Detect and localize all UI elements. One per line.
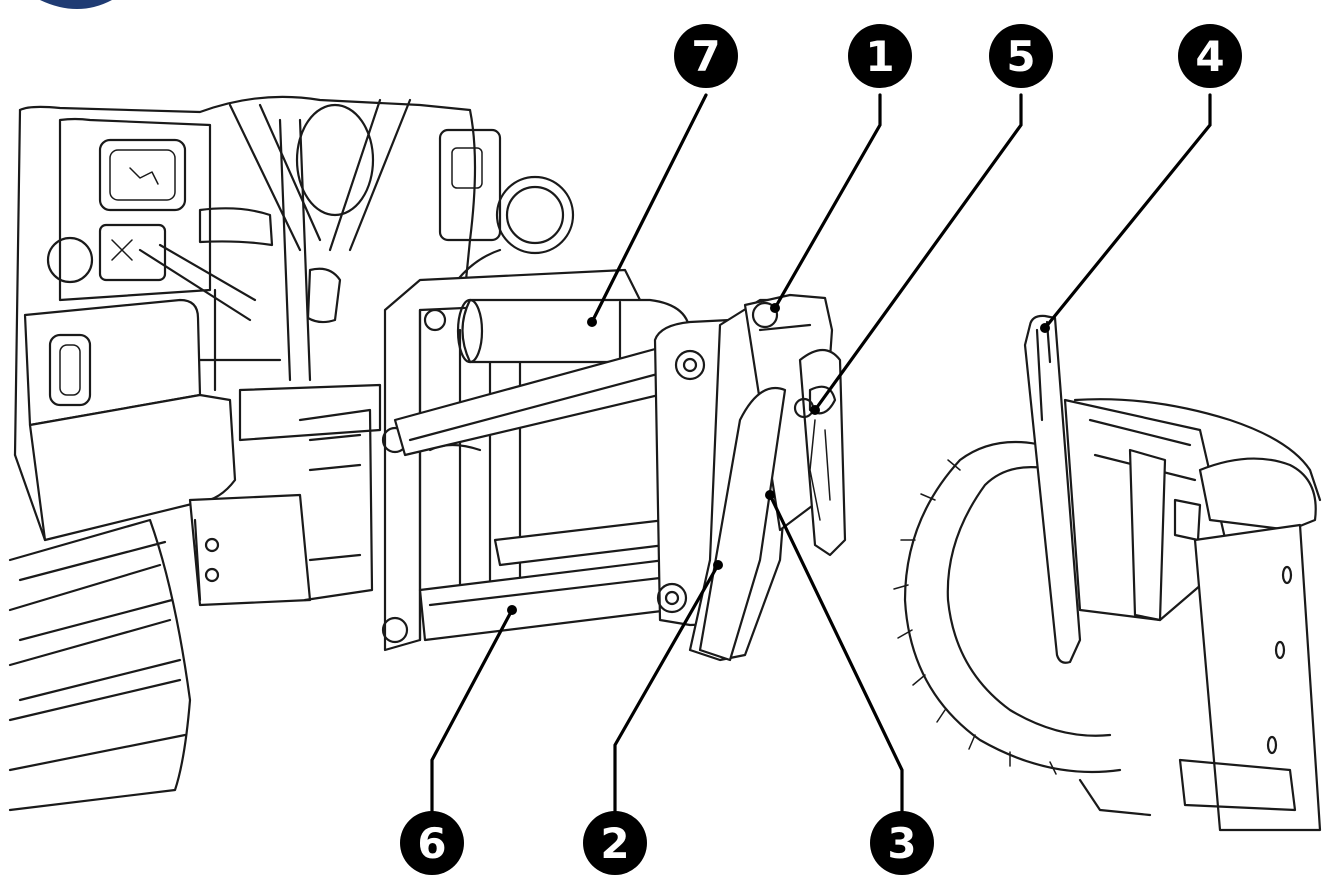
leader-line-7	[590, 93, 708, 324]
callout-label-1: 1	[865, 32, 894, 81]
logo-fragment	[40, 0, 112, 9]
coupling-plate	[1023, 314, 1082, 664]
callout-label-4: 4	[1195, 32, 1224, 81]
leader-line-4	[1043, 93, 1212, 330]
callout-3: 3	[870, 811, 934, 875]
callout-6: 6	[400, 811, 464, 875]
callout-label-7: 7	[691, 32, 720, 81]
left-tyre	[8, 518, 192, 812]
leader-line-3	[768, 493, 904, 822]
coupling-assembly	[653, 293, 847, 662]
leader-line-5	[813, 93, 1023, 412]
leader-endpoints	[507, 303, 1050, 615]
right-tyre	[893, 398, 1322, 817]
callout-label-2: 2	[600, 819, 629, 868]
tractor-front-body	[13, 95, 575, 457]
leader-lines	[430, 93, 1212, 822]
callout-label-5: 5	[1006, 32, 1035, 81]
callout-7: 7	[674, 24, 738, 88]
front-weight-left	[13, 298, 237, 542]
linkage-frame	[188, 268, 642, 652]
callout-2: 2	[583, 811, 647, 875]
leader-line-6	[430, 608, 514, 822]
callout-5: 5	[989, 24, 1053, 88]
callout-label-6: 6	[417, 819, 446, 868]
callout-4: 4	[1178, 24, 1242, 88]
leader-line-1	[773, 93, 882, 310]
leader-line-2	[613, 563, 720, 822]
right-bracket-assembly	[1063, 398, 1322, 832]
lower-arm	[418, 518, 672, 642]
callout-1: 1	[848, 24, 912, 88]
callout-label-3: 3	[887, 819, 916, 868]
